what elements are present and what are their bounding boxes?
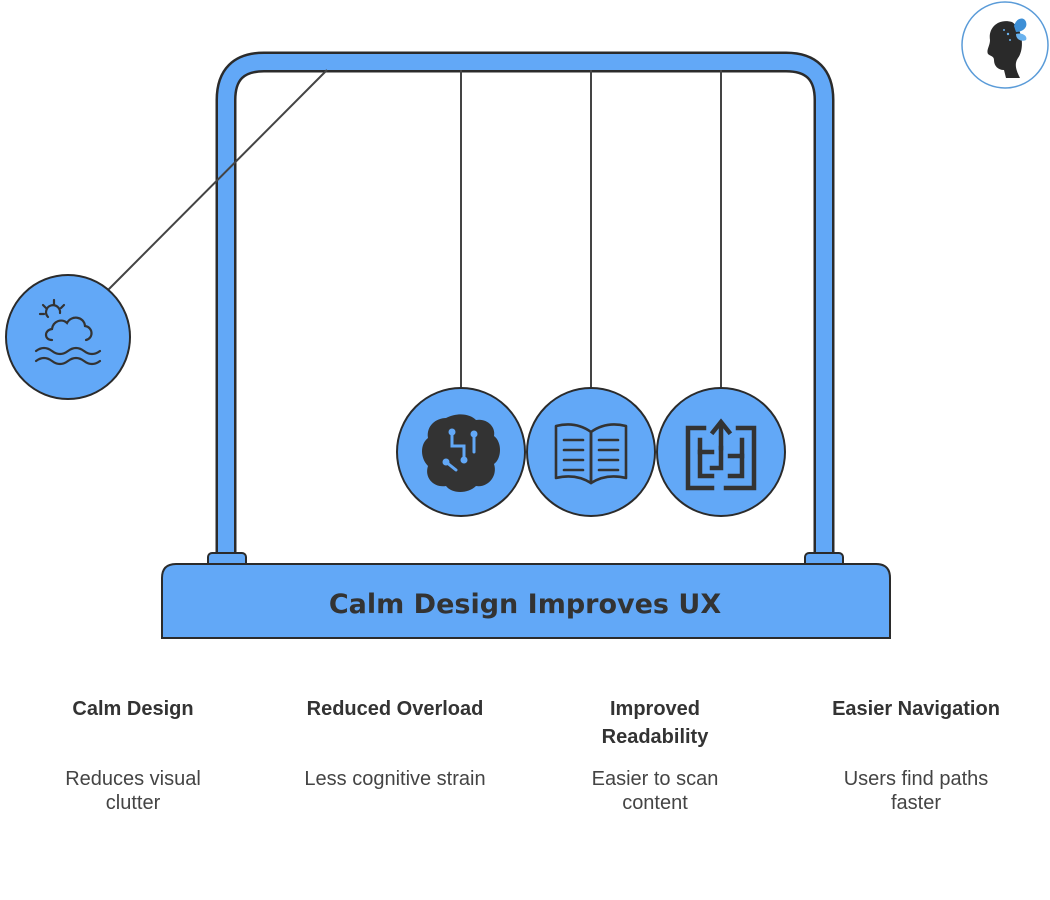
string-ball-1 bbox=[107, 69, 328, 291]
base-title: Calm Design Improves UX bbox=[329, 589, 722, 620]
cradle-base bbox=[161, 563, 891, 639]
pendulum-ball-navigation bbox=[656, 387, 786, 517]
cradle-frame bbox=[218, 54, 832, 556]
brand-logo bbox=[961, 1, 1049, 89]
woman-silhouette-butterfly-logo bbox=[987, 18, 1027, 78]
open-book-icon bbox=[554, 423, 628, 485]
pendulum-ball-readability bbox=[526, 387, 656, 517]
pendulum-ball-overload bbox=[396, 387, 526, 517]
brain-circuit-icon bbox=[422, 414, 500, 492]
sun-cloud-waves-icon bbox=[34, 298, 102, 366]
pendulum-ball-calm bbox=[5, 274, 131, 400]
maze-arrow-icon bbox=[685, 418, 757, 491]
